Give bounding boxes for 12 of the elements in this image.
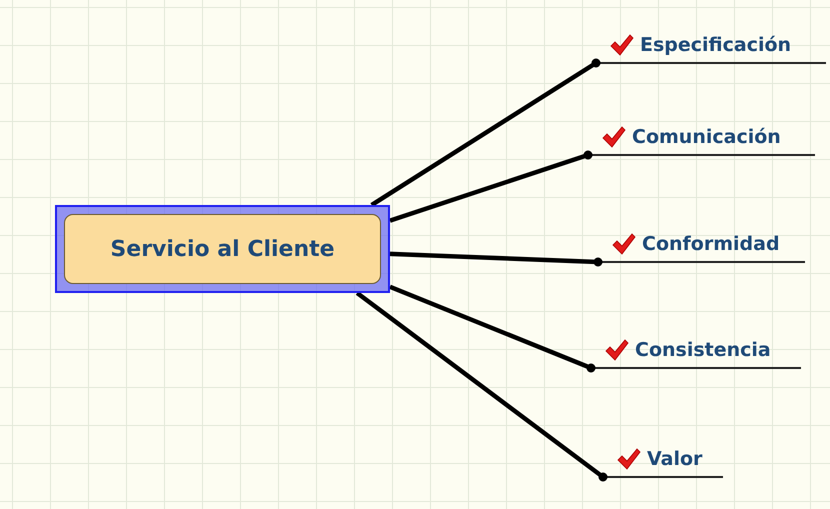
selection-frame: [55, 205, 390, 293]
central-topic: Servicio al Cliente: [64, 214, 381, 284]
branch-line: [389, 284, 596, 372]
subtopic-label: Conformidad: [642, 233, 780, 255]
subtopic-label: Valor: [647, 448, 702, 470]
branch-line: [370, 58, 600, 207]
branch-line: [390, 252, 602, 266]
branch-line: [356, 291, 608, 482]
subtopic-label: Consistencia: [635, 339, 771, 361]
branch-line: [389, 150, 592, 223]
subtopic-label: Comunicación: [632, 126, 781, 148]
subtopic-label: Especificación: [640, 34, 792, 56]
